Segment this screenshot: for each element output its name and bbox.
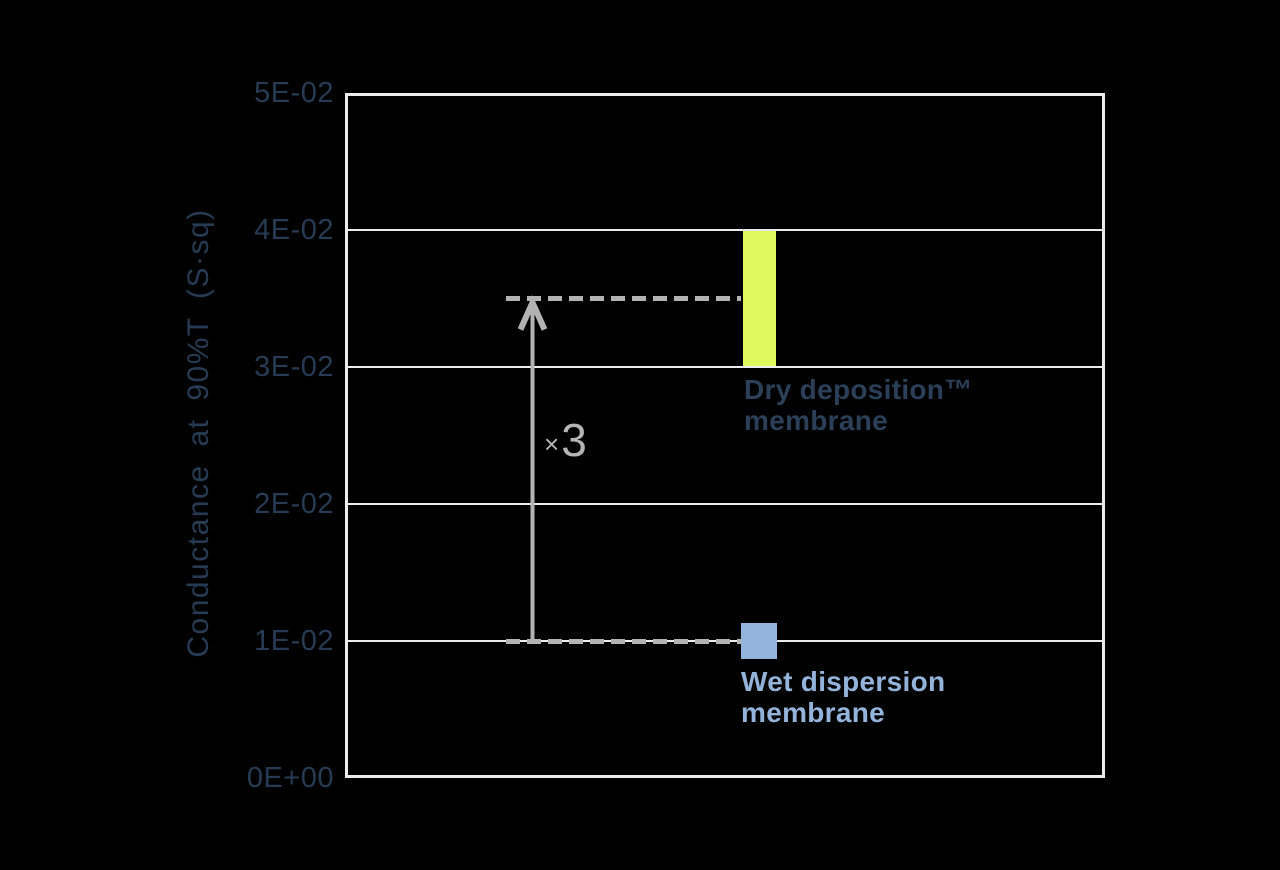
y-tick-label: 2E-02 [254, 488, 334, 520]
dry-deposition-label-line1: Dry deposition™ [744, 374, 973, 405]
y-axis-title: Conductance at 90%T (S·sq) [182, 208, 215, 658]
gridline [345, 503, 1105, 505]
gridline [345, 229, 1105, 231]
y-tick-label: 4E-02 [254, 214, 334, 246]
y-tick-label: 0E+00 [246, 762, 334, 794]
multiplier-value: 3 [561, 413, 587, 466]
reference-dashline-bottom [506, 638, 741, 644]
plot-area [345, 93, 1105, 778]
dry-deposition-label: Dry deposition™ membrane [744, 374, 973, 436]
wet-dispersion-label-line2: membrane [741, 697, 886, 728]
dry-deposition-bar [743, 231, 776, 367]
y-tick-label: 5E-02 [254, 77, 334, 109]
multiplier-annotation: ×3 [544, 413, 587, 467]
wet-dispersion-label-line1: Wet dispersion [741, 666, 946, 697]
y-tick-label: 1E-02 [254, 625, 334, 657]
gridline [345, 366, 1105, 368]
dry-deposition-label-line2: membrane [744, 405, 889, 436]
wet-dispersion-point [741, 623, 777, 659]
wet-dispersion-label: Wet dispersion membrane [741, 666, 945, 728]
reference-dashline-top [506, 296, 741, 301]
y-tick-label: 3E-02 [254, 351, 334, 383]
multiplier-sign: × [544, 428, 562, 459]
